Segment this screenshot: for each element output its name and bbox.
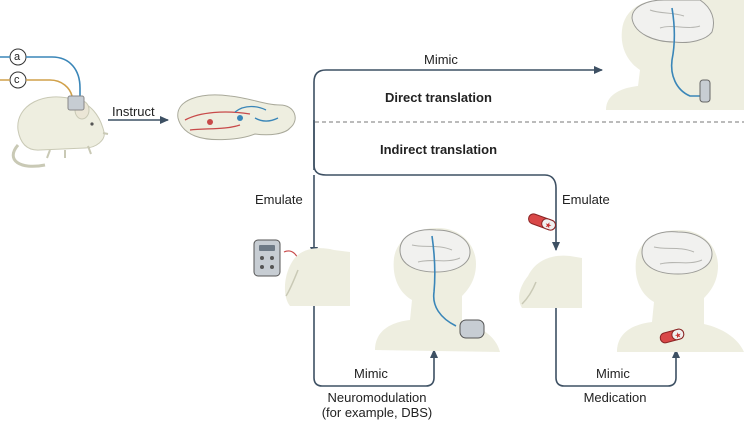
- rat-eye: [90, 122, 94, 126]
- pill-icon: ★: [528, 213, 556, 231]
- direct-path: [313, 66, 603, 170]
- neuromodulation-label: Neuromodulation: [327, 390, 427, 405]
- rat-illustration: [11, 96, 109, 168]
- human-medication: ★: [617, 230, 744, 352]
- brain-lower-right: [641, 231, 713, 275]
- human-neuromodulation: [375, 228, 500, 352]
- electrode-implant: [67, 95, 85, 111]
- indirect-translation-label: Indirect translation: [380, 142, 498, 157]
- electrode-c-label: c: [14, 74, 20, 86]
- mimic-top-label: Mimic: [424, 52, 458, 67]
- rodent-brain: [177, 94, 296, 141]
- dbs-example-label: (for example, DBS): [321, 405, 433, 420]
- stimulator-top: [699, 79, 711, 103]
- pulse-generator: [459, 319, 485, 339]
- direct-translation-label: Direct translation: [385, 90, 492, 105]
- rat-head-right: [519, 255, 582, 308]
- emulate-left-label: Emulate: [255, 192, 303, 207]
- rat-head-left: [284, 248, 350, 306]
- mimic-right-path: [555, 305, 680, 387]
- svg-text:★: ★: [673, 330, 682, 341]
- mimic-left-path: [313, 305, 438, 387]
- electrode-a-label: a: [14, 51, 21, 63]
- electrode-wires: [0, 48, 85, 111]
- dbs-lead-top: [670, 7, 700, 97]
- rat-nose: [102, 132, 109, 135]
- emulate-right-label: Emulate: [562, 192, 610, 207]
- blue-wire: [0, 56, 81, 98]
- rat-legs: [46, 145, 92, 159]
- instruct-label: Instruct: [112, 104, 155, 119]
- rat-tail: [11, 144, 46, 168]
- mimic-right-label: Mimic: [596, 366, 630, 381]
- svg-text:★: ★: [543, 220, 553, 231]
- medication-label: Medication: [583, 390, 647, 405]
- brain-lower-left: [399, 229, 471, 273]
- indirect-path: [313, 120, 560, 251]
- dbs-lead-left: [431, 235, 457, 327]
- routing-arrows: [310, 66, 744, 387]
- human-direct: [606, 0, 744, 110]
- mimic-left-label: Mimic: [354, 366, 388, 381]
